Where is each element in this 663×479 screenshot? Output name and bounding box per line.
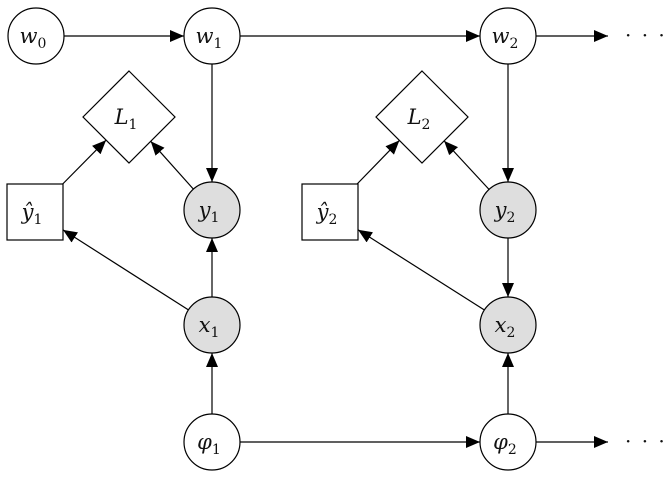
node-yhat1-label: ŷ1 [21,200,43,228]
node-phi2-subscript: 2 [508,442,517,458]
node-x2-circle [479,296,537,354]
node-yhat2-subscript: 2 [328,212,337,228]
edges-layer [62,30,608,448]
node-w1-label: w1 [196,24,223,52]
node-y1: y1 [183,181,241,239]
edge-yhat1-to-L1 [62,139,107,185]
node-y1-subscript: 1 [210,210,219,226]
continuation-dots-top: · · · [625,23,663,47]
node-yhat2: ŷ2 [301,183,359,241]
node-w0-symbol: w [20,24,38,48]
node-w0-circle [7,7,65,65]
node-yhat1-symbol: ŷ [21,200,35,224]
node-y2-symbol: y [494,198,508,222]
node-yhat2-square [301,183,359,241]
node-y1-label: y1 [198,198,220,226]
node-phi2-circle [479,413,537,471]
node-phi1-subscript: 1 [212,442,221,458]
node-phi2-label: φ2 [493,430,517,458]
node-y1-circle [183,181,241,239]
node-x1-label: x1 [199,313,220,341]
node-phi2: φ2 [479,413,537,471]
node-yhat1-square [6,183,64,241]
node-L1: L1 [82,70,176,164]
continuation-dots-bottom: · · · [625,429,663,453]
node-x1: x1 [183,296,241,354]
node-w2-symbol: w [492,24,510,48]
node-x2-subscript: 2 [506,325,515,341]
node-w2-label: w2 [492,24,519,52]
node-w0-label: w0 [20,24,47,52]
node-w1-circle [183,7,241,65]
node-y2-subscript: 2 [506,210,515,226]
node-L2-diamond [375,70,469,164]
node-w1-subscript: 1 [214,36,223,52]
node-L2-symbol: L [407,105,422,129]
node-w2-circle [479,7,537,65]
edge-y1-to-L1 [150,140,194,190]
node-x1-symbol: x [199,313,211,337]
node-y1-symbol: y [198,198,212,222]
node-phi1-symbol: φ [197,430,212,454]
node-phi1-label: φ1 [197,430,221,458]
node-w1: w1 [183,7,241,65]
node-w2: w2 [479,7,537,65]
node-w0-subscript: 0 [38,36,47,52]
node-L2-subscript: 2 [422,117,431,133]
node-L1-diamond [82,70,176,164]
node-x1-subscript: 1 [210,325,219,341]
node-L1-subscript: 1 [129,117,138,133]
edge-y2-to-L2 [443,140,490,190]
node-yhat2-label: ŷ2 [316,200,338,228]
node-L2: L2 [375,70,469,164]
node-w0: w0 [7,7,65,65]
edge-yhat2-to-L2 [356,139,400,185]
edge-x1-to-yhat1 [62,229,189,311]
node-w2-subscript: 2 [510,36,519,52]
node-y2-label: y2 [494,198,516,226]
node-yhat2-symbol: ŷ [316,200,330,224]
node-y2-circle [479,181,537,239]
node-y2: y2 [479,181,537,239]
node-yhat1-subscript: 1 [33,212,42,228]
node-x2-label: x2 [495,313,516,341]
node-phi2-symbol: φ [493,430,508,454]
edge-x2-to-yhat2 [357,229,485,311]
node-w1-symbol: w [196,24,214,48]
node-x2: x2 [479,296,537,354]
node-L1-label: L1 [114,105,138,133]
node-x1-circle [183,296,241,354]
node-yhat1: ŷ1 [6,183,64,241]
node-L2-label: L2 [407,105,431,133]
node-x2-symbol: x [495,313,507,337]
node-L1-symbol: L [114,105,129,129]
node-phi1: φ1 [183,413,241,471]
node-phi1-circle [183,413,241,471]
